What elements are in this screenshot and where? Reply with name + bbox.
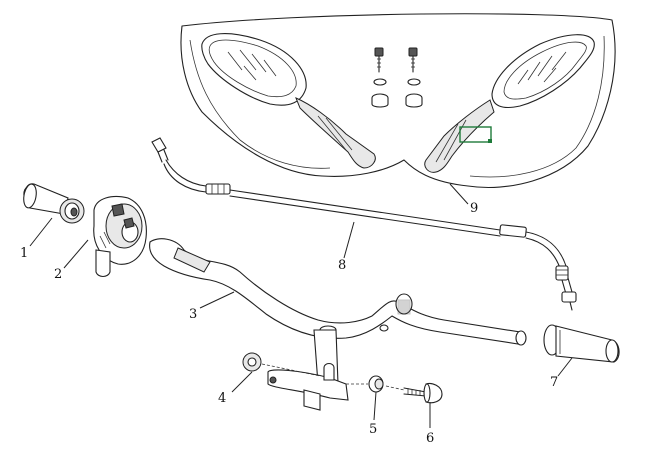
callout-6: 6 (426, 431, 434, 446)
mirror-left (201, 33, 376, 169)
bolt (385, 382, 443, 404)
callout-1: 1 (20, 246, 28, 261)
mirror-right (424, 34, 595, 173)
callout-9: 9 (470, 201, 478, 216)
callout-3: 3 (189, 307, 197, 322)
nut (346, 375, 384, 393)
windshield-panel (180, 13, 616, 189)
callout-4: 4 (218, 391, 226, 406)
left-grip (23, 183, 85, 224)
callout-5: 5 (369, 422, 377, 437)
callout-7: 7 (550, 375, 558, 390)
mirror-bolts (371, 47, 423, 108)
callout-labels: 1 2 3 4 5 6 7 8 9 (20, 201, 558, 446)
washer (242, 352, 321, 377)
throttle-housing (93, 195, 147, 278)
throttle-cable (151, 137, 577, 311)
right-grip (543, 324, 620, 363)
handlebar (149, 238, 527, 346)
handlebar-clamp (267, 329, 349, 411)
leader-lines (29, 183, 573, 428)
callout-2: 2 (54, 267, 62, 282)
callout-8: 8 (338, 258, 346, 273)
highlight-box (459, 126, 492, 143)
